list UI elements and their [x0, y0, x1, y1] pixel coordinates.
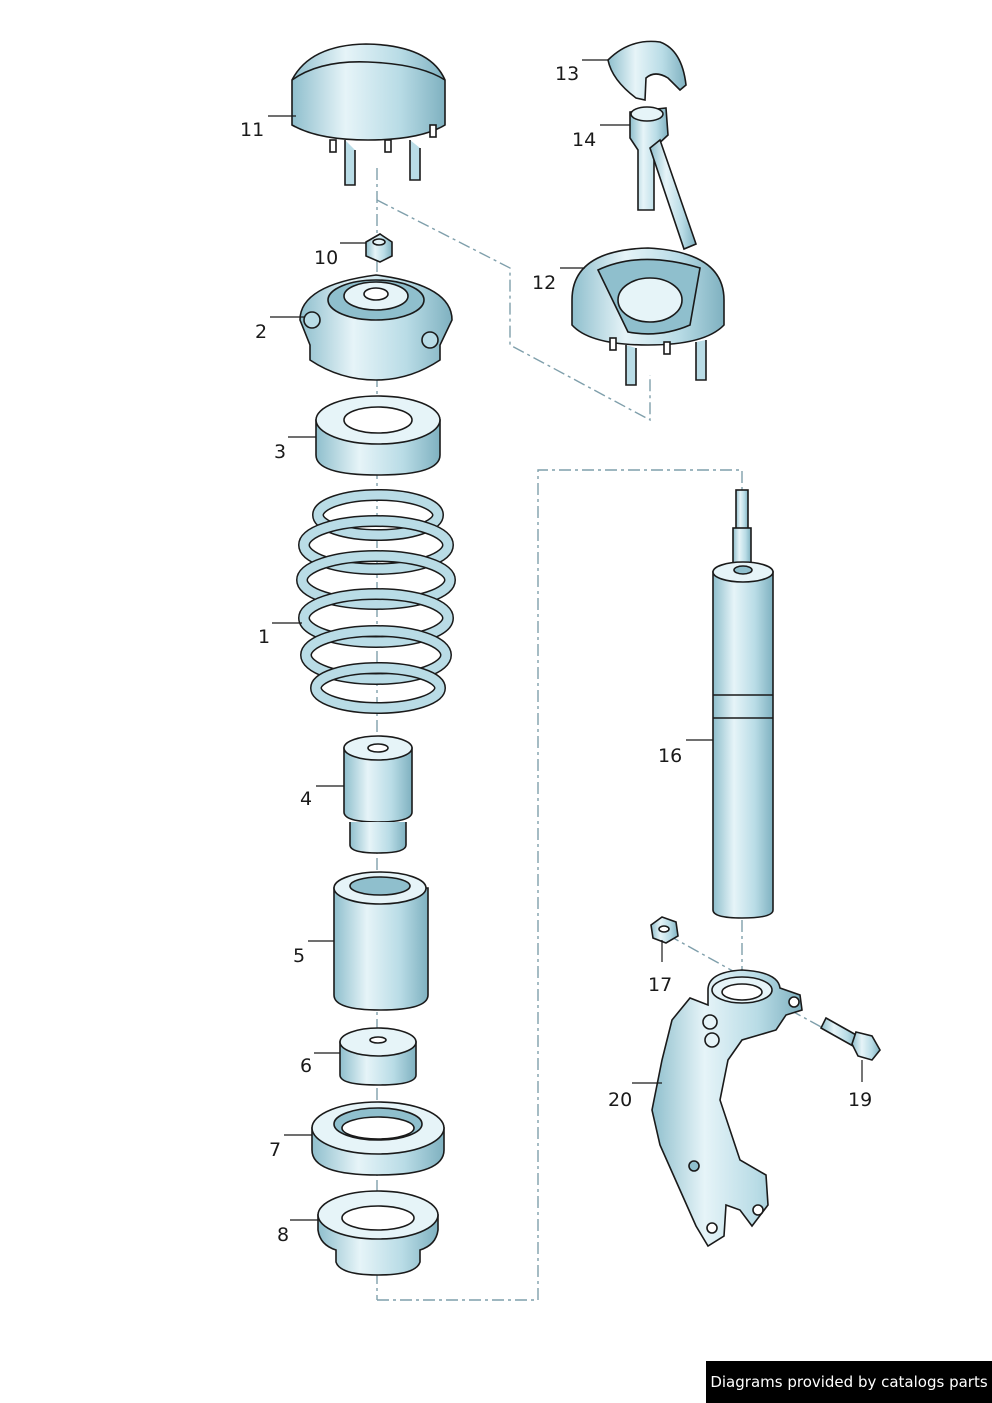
- callout-19: 19: [848, 1089, 872, 1111]
- part-11-top-cap: [291, 43, 446, 186]
- part-13-small-cap: [607, 40, 687, 101]
- credit-text: Diagrams provided by catalogs parts: [710, 1373, 988, 1391]
- callout-12: 12: [532, 272, 556, 294]
- callout-10: 10: [314, 247, 338, 269]
- callout-5: 5: [293, 945, 305, 967]
- callout-13: 13: [555, 63, 579, 85]
- callout-11: 11: [240, 119, 264, 141]
- callout-4: 4: [300, 788, 312, 810]
- leader-lines: [268, 59, 863, 1221]
- callout-3: 3: [274, 441, 286, 463]
- part-6-spacer: [339, 1027, 417, 1086]
- callout-14: 14: [572, 129, 596, 151]
- credit-banner: Diagrams provided by catalogs parts: [706, 1361, 992, 1403]
- part-2-strut-mount: [299, 274, 453, 381]
- callout-7: 7: [269, 1139, 281, 1161]
- part-14-link-rod: [629, 106, 698, 251]
- part-5-dust-boot: [333, 871, 429, 1011]
- callout-1: 1: [258, 626, 270, 648]
- part-7-spring-seat: [311, 1101, 445, 1176]
- callout-2: 2: [255, 321, 267, 343]
- callout-6: 6: [300, 1055, 312, 1077]
- part-17-flange-nut: [650, 916, 679, 944]
- part-8-lower-seat: [317, 1190, 439, 1276]
- callout-8: 8: [277, 1224, 289, 1246]
- part-12-alt-mount: [571, 247, 725, 386]
- part-16-shock-absorber: [712, 489, 774, 919]
- part-10-nut: [365, 233, 393, 263]
- callout-16: 16: [658, 745, 682, 767]
- part-20-wheel-carrier: [651, 969, 803, 1248]
- part-3-spring-pad: [315, 395, 441, 476]
- callout-17: 17: [648, 974, 672, 996]
- part-1-coil-spring: [296, 489, 456, 714]
- part-4-bump-stop: [343, 735, 413, 854]
- part-19-bolt: [819, 1016, 881, 1061]
- callout-20: 20: [608, 1089, 632, 1111]
